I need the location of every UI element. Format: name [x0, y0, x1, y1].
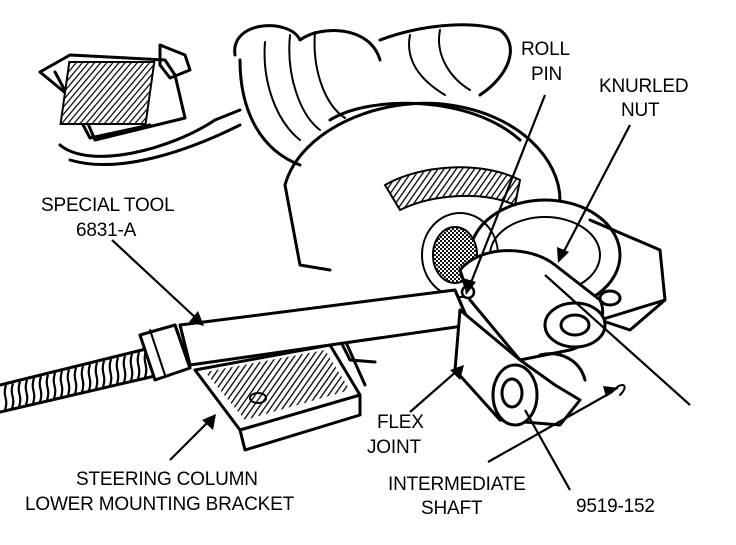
knurled-nut-label-line1: KNURLED: [599, 76, 688, 97]
special-tool-label-line1: SPECIAL TOOL: [41, 195, 174, 216]
thread-mark: [101, 360, 106, 388]
roll-pin-leader: [468, 94, 547, 286]
knurled-nut-label-line2: NUT: [621, 100, 660, 121]
flex-joint-label-line1: FLEX: [377, 412, 424, 433]
figure-number: 9519-152: [576, 496, 655, 517]
bracket-label-line1: STEERING COLUMN: [76, 469, 258, 490]
thread-mark: [87, 363, 92, 391]
special-tool-arrow: [189, 311, 204, 326]
thread-mark: [66, 369, 71, 396]
thread-mark: [52, 372, 57, 400]
thread-mark: [45, 374, 50, 401]
bracket-leader: [169, 419, 211, 461]
intermediate-shaft-label-line2: SHAFT: [421, 498, 483, 519]
flex-joint-leader: [409, 369, 459, 413]
thread-mark: [115, 357, 120, 385]
shaft-end-squiggle: [611, 384, 626, 396]
threaded-rod: [0, 346, 157, 414]
callout-labels: ROLL PIN KNURLED NUT SPECIAL TOOL 6831-A…: [25, 39, 689, 519]
bracket-arrow: [202, 414, 216, 430]
thread-mark: [10, 382, 15, 409]
leader-lines: [111, 94, 691, 491]
thread-mark: [136, 351, 141, 380]
thread-mark: [38, 376, 43, 403]
thread-mark: [73, 367, 78, 395]
flex-joint: [453, 249, 607, 427]
flex-joint-arrow: [450, 365, 464, 380]
thread-mark: [3, 384, 8, 411]
flex-joint-label-line2: JOINT: [367, 437, 421, 458]
special-tool-label-line2: 6831-A: [76, 220, 137, 241]
thread-mark: [108, 358, 113, 387]
thread-mark: [31, 377, 36, 404]
thread-mark: [17, 381, 22, 408]
knurled-nut-arrow: [557, 247, 569, 263]
knurled-nut-leader: [561, 124, 631, 256]
thread-mark: [24, 379, 29, 406]
thread-mark: [59, 370, 64, 398]
bracket-label-line2: LOWER MOUNTING BRACKET: [25, 494, 295, 515]
column-housing: [283, 101, 667, 332]
intermediate-shaft-label-line1: INTERMEDIATE: [388, 474, 526, 495]
shaft-centerline: [544, 274, 691, 406]
thread-mark: [94, 362, 99, 390]
roll-pin-label-line2: PIN: [531, 64, 562, 85]
figure-leader: [524, 409, 571, 491]
thread-mark: [129, 353, 134, 382]
brake-booster: [233, 23, 512, 167]
thread-mark: [80, 365, 85, 393]
roll-pin-arrow: [463, 278, 476, 295]
intermediate-shaft-leader: [487, 391, 613, 463]
pedal-bracket: [38, 43, 242, 167]
special-tool-leader: [111, 239, 199, 321]
roll-pin-label-line1: ROLL: [521, 39, 570, 60]
thread-mark: [122, 355, 127, 383]
